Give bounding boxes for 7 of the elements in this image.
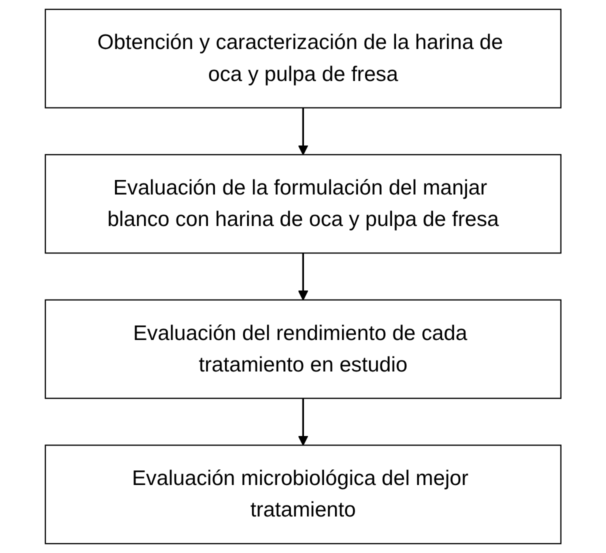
node-box: Evaluación del rendimiento de cada tratamiento en estudio xyxy=(44,299,562,399)
node-box: Obtención y caracterización de la harina de oca y pulpa de fresa xyxy=(44,8,562,108)
node-box: Evaluación de la formulación del manjar blanco con harina de oca y pulpa de fresa xyxy=(44,154,562,254)
arrow xyxy=(298,108,308,156)
arrow xyxy=(298,398,308,446)
arrow xyxy=(298,253,308,300)
node-box: Evaluación microbiológica del mejor tratamiento xyxy=(44,444,562,544)
